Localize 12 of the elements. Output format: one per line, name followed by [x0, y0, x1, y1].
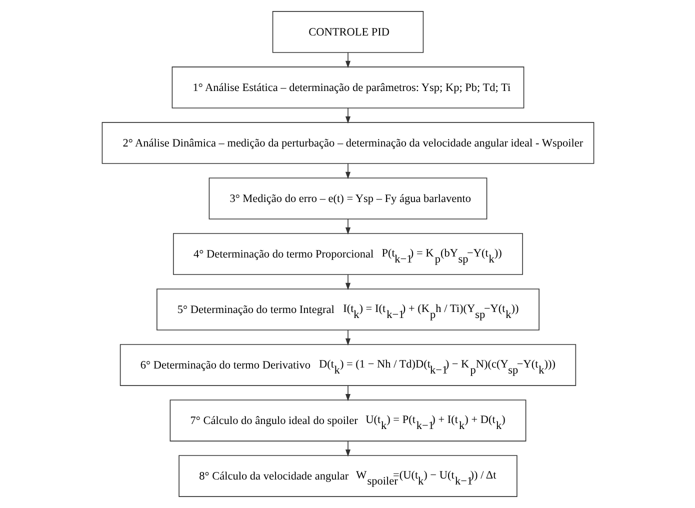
arrow	[344, 218, 350, 235]
arrow	[344, 52, 350, 68]
arrow	[344, 163, 350, 180]
node-box: 3° Medição do erro – e(t) = Ysp – Fy água barlavento	[208, 178, 487, 220]
node-box: CONTROLE PID	[272, 11, 424, 53]
arrow	[344, 440, 350, 457]
arrow	[344, 330, 350, 346]
arrow	[344, 274, 350, 290]
arrow	[344, 108, 350, 124]
arrow	[344, 385, 350, 402]
node-box: 2° Análise Dinâmica – medição da perturbação – determinação da velocidade angular ideal - Wspoiler	[101, 122, 594, 164]
node-box: 1° Análise Estática – determinação de parâmetros: Ysp; Kp; Pb; Td; Ti	[171, 66, 524, 108]
